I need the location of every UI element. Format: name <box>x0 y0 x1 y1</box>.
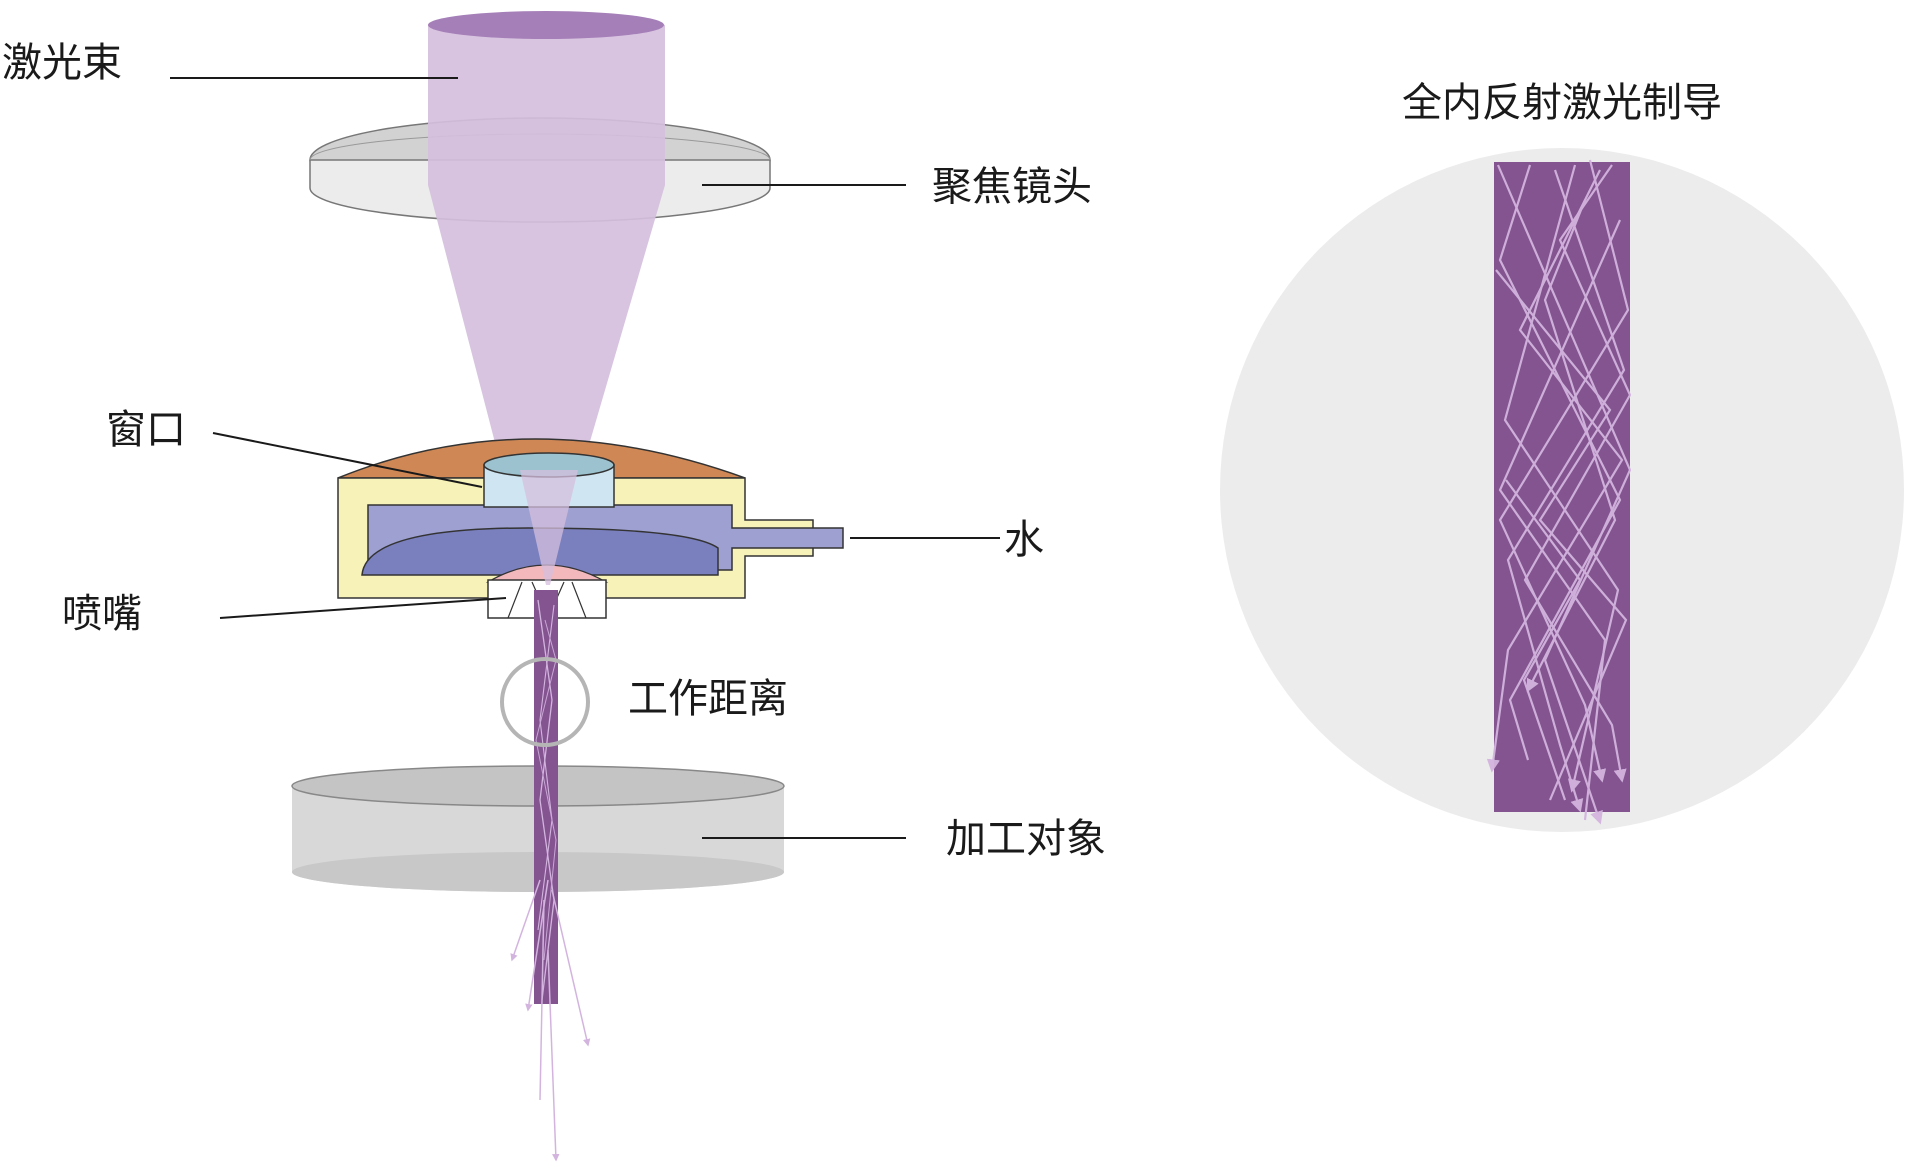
label-laser-beam: 激光束 <box>2 40 122 86</box>
label-water: 水 <box>1004 517 1044 563</box>
tir-inset <box>1220 148 1904 832</box>
label-nozzle: 喷嘴 <box>62 591 142 637</box>
label-window: 窗口 <box>106 407 186 453</box>
working-distance-marker <box>500 657 590 747</box>
water-jet <box>534 590 558 1004</box>
label-focus-lens: 聚焦镜头 <box>932 164 1092 210</box>
leader-lines <box>170 77 1000 839</box>
escaping-rays <box>510 879 591 1162</box>
laser-beam <box>428 11 665 585</box>
inset-title: 全内反射激光制导 <box>1402 80 1722 126</box>
label-working-distance: 工作距离 <box>628 676 788 722</box>
label-workpiece: 加工对象 <box>946 816 1106 862</box>
nozzle-assembly <box>337 438 844 619</box>
